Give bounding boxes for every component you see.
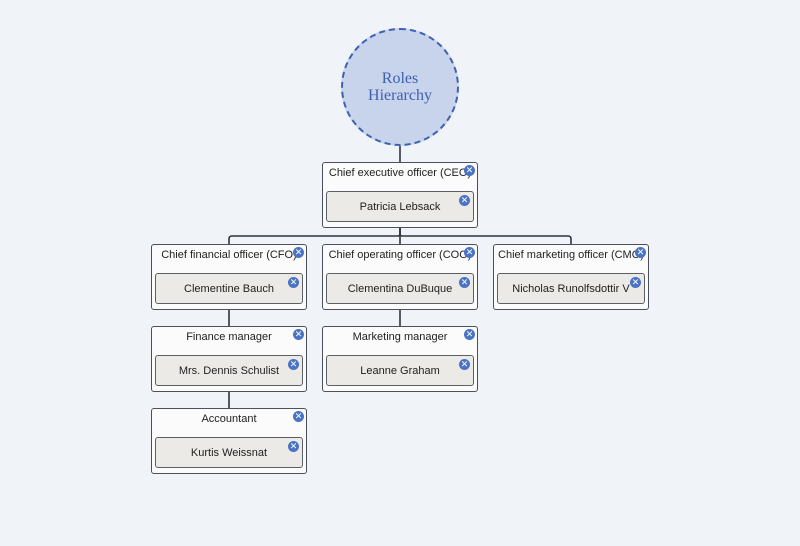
role-title: Chief operating officer (COO) — [328, 249, 472, 261]
assigned-person-box[interactable]: Kurtis Weissnat ✕ — [155, 437, 303, 468]
role-title: Marketing manager — [352, 331, 448, 343]
role-card-cmo[interactable]: Chief marketing officer (CMO) ✕ Nicholas… — [493, 244, 649, 310]
person-name: Patricia Lebsack — [359, 200, 441, 213]
role-title: Chief marketing officer (CMO) — [498, 249, 644, 261]
role-card-marketing-manager[interactable]: Marketing manager ✕ Leanne Graham ✕ — [322, 326, 478, 392]
assigned-person-box[interactable]: Clementine Bauch ✕ — [155, 273, 303, 304]
assigned-person-box[interactable]: Clementina DuBuque ✕ — [326, 273, 474, 304]
role-card-ceo[interactable]: Chief executive officer (CEO) ✕ Patricia… — [322, 162, 478, 228]
person-name: Mrs. Dennis Schulist — [178, 364, 280, 377]
assigned-person-box[interactable]: Mrs. Dennis Schulist ✕ — [155, 355, 303, 386]
remove-role-close-icon[interactable]: ✕ — [464, 329, 475, 340]
person-name: Kurtis Weissnat — [190, 446, 268, 459]
remove-person-close-icon[interactable]: ✕ — [288, 277, 299, 288]
role-title: Accountant — [201, 413, 257, 425]
remove-person-close-icon[interactable]: ✕ — [459, 277, 470, 288]
role-card-cfo[interactable]: Chief financial officer (CFO) ✕ Clementi… — [151, 244, 307, 310]
remove-person-close-icon[interactable]: ✕ — [459, 359, 470, 370]
person-name: Clementina DuBuque — [347, 282, 453, 295]
person-name: Leanne Graham — [360, 364, 440, 377]
role-title: Finance manager — [186, 331, 272, 343]
connector-ceo-cfo — [228, 228, 401, 244]
role-title: Chief executive officer (CEO) — [328, 167, 472, 179]
remove-person-close-icon[interactable]: ✕ — [459, 195, 470, 206]
remove-person-close-icon[interactable]: ✕ — [288, 359, 299, 370]
remove-role-close-icon[interactable]: ✕ — [293, 247, 304, 258]
person-name: Clementine Bauch — [184, 282, 274, 295]
assigned-person-box[interactable]: Leanne Graham ✕ — [326, 355, 474, 386]
remove-person-close-icon[interactable]: ✕ — [288, 441, 299, 452]
assigned-person-box[interactable]: Nicholas Runolfsdottir V ✕ — [497, 273, 645, 304]
remove-role-close-icon[interactable]: ✕ — [293, 411, 304, 422]
role-card-accountant[interactable]: Accountant ✕ Kurtis Weissnat ✕ — [151, 408, 307, 474]
remove-role-close-icon[interactable]: ✕ — [635, 247, 646, 258]
assigned-person-box[interactable]: Patricia Lebsack ✕ — [326, 191, 474, 222]
connector-ceo-cmo — [399, 228, 572, 244]
remove-role-close-icon[interactable]: ✕ — [293, 329, 304, 340]
person-name: Nicholas Runolfsdottir V — [512, 282, 630, 295]
role-card-finance-manager[interactable]: Finance manager ✕ Mrs. Dennis Schulist ✕ — [151, 326, 307, 392]
remove-role-close-icon[interactable]: ✕ — [464, 247, 475, 258]
role-card-coo[interactable]: Chief operating officer (COO) ✕ Clementi… — [322, 244, 478, 310]
remove-role-close-icon[interactable]: ✕ — [464, 165, 475, 176]
role-title: Chief financial officer (CFO) — [161, 249, 297, 261]
remove-person-close-icon[interactable]: ✕ — [630, 277, 641, 288]
